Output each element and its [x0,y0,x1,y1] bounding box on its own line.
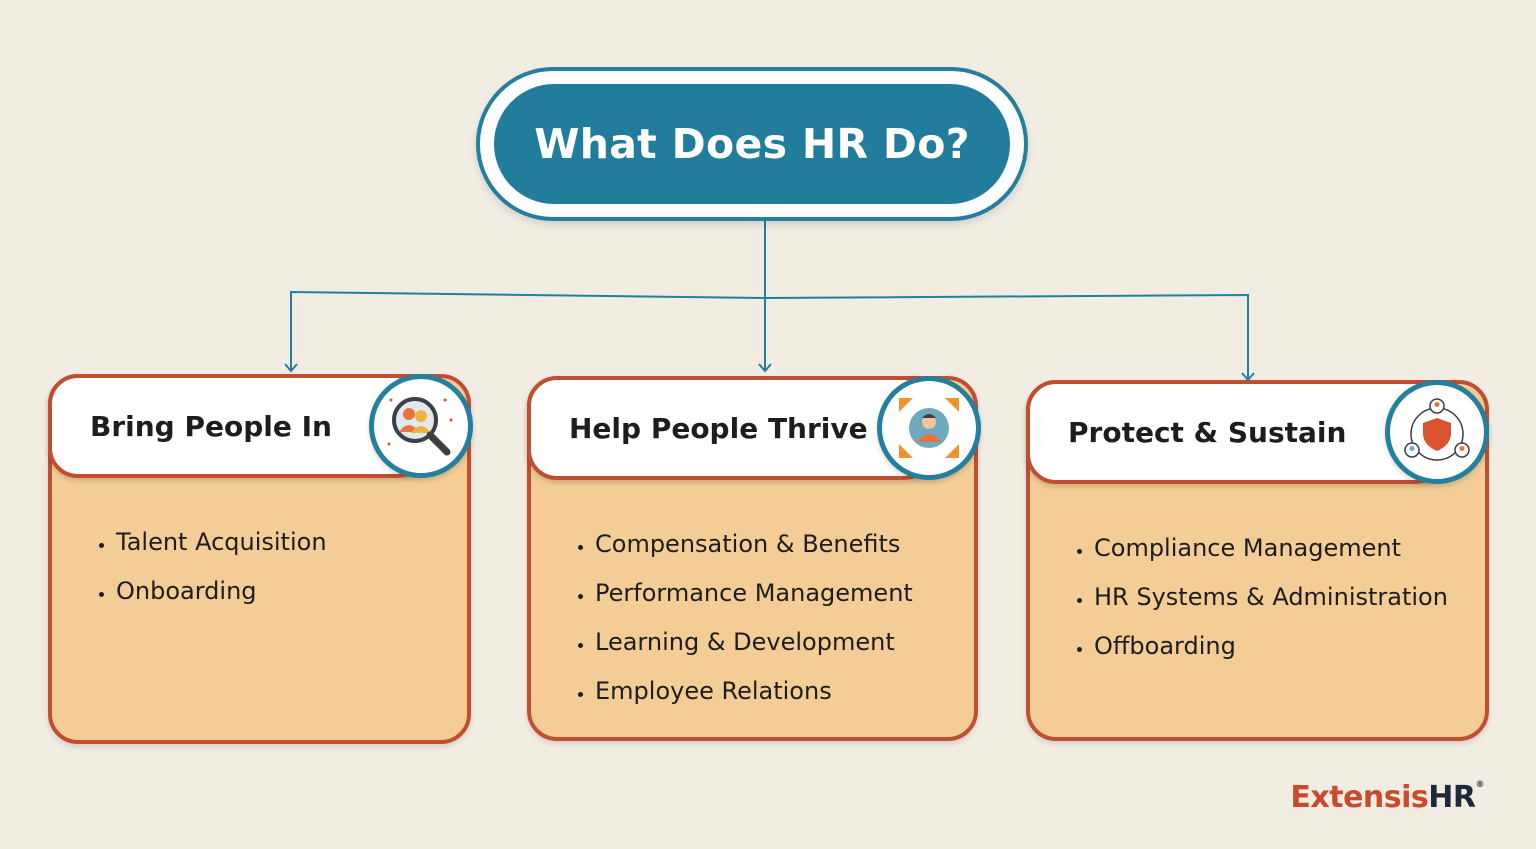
item-list: Talent Acquisition Onboarding [90,518,327,616]
list-item: Performance Management [595,569,913,618]
category-card-help-people-thrive: Help People Thrive Compensation & Benefi… [527,376,981,741]
card-title: Bring People In [90,409,332,443]
item-list: Compensation & Benefits Performance Mana… [569,520,913,716]
logo-text-hr: HR [1428,780,1476,815]
list-item: Talent Acquisition [116,518,327,567]
list-item: Compliance Management [1094,524,1448,573]
list-item: Compensation & Benefits [595,520,913,569]
card-title: Protect & Sustain [1068,415,1347,449]
list-item: Learning & Development [595,618,913,667]
item-list: Compliance Management HR Systems & Admin… [1068,524,1448,671]
logo-registered-mark: ® [1475,780,1485,790]
logo-text-extensis: Extensis [1290,780,1429,815]
list-item: Onboarding [116,567,327,616]
person-growth-icon [877,376,981,480]
list-item: Employee Relations [595,667,913,716]
extensishr-logo: ExtensisHR® [1290,780,1484,815]
magnifier-people-icon [369,374,473,478]
shield-network-icon [1385,380,1489,484]
arrowhead-left [284,363,298,373]
list-item: HR Systems & Administration [1094,573,1448,622]
title-node: What Does HR Do? [476,67,1028,221]
list-item: Offboarding [1094,622,1448,671]
title-pill: What Does HR Do? [494,84,1010,204]
category-card-protect-sustain: Protect & Sustain Compliance Management … [1026,380,1489,741]
arrowhead-center [758,363,772,373]
card-title: Help People Thrive [569,411,868,445]
category-card-bring-people-in: Bring People In Talent Acquisition Onboa… [48,374,473,744]
diagram-title: What Does HR Do? [534,120,970,168]
